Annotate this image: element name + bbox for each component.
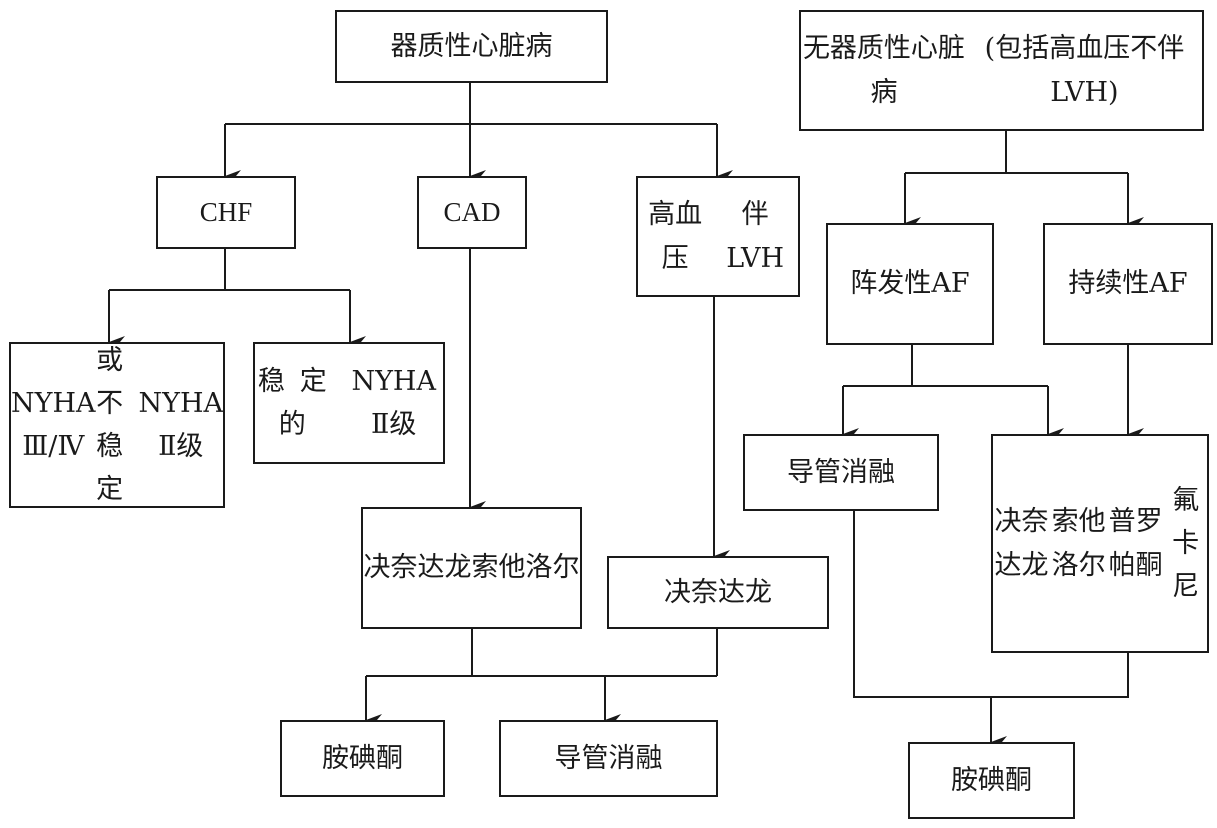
node-nyha-3-4-unstable: NYHA Ⅲ/Ⅳ 或不稳定 NYHA Ⅱ级: [9, 342, 225, 508]
connector-ablation-right-down: [853, 510, 991, 698]
node-non-organic-heart-disease: 无器质性心脏病 (包括高血压不伴LVH): [799, 10, 1204, 131]
node-stable-nyha-2: 稳定的 NYHA Ⅱ级: [253, 342, 445, 464]
node-persistent-af: 持续性 AF: [1043, 223, 1213, 345]
connector-af-drugs-down: [991, 652, 1129, 698]
node-chf: CHF: [156, 176, 296, 249]
node-hypertension-lvh: 高血压 伴 LVH: [636, 176, 800, 297]
node-cad-drugs: 决奈达龙 索他洛尔: [361, 507, 582, 629]
node-organic-heart-disease: 器质性心脏病: [335, 10, 608, 83]
node-amiodarone-left: 胺碘酮: [280, 720, 445, 797]
node-af-drugs: 决奈达龙 索他洛尔 普罗帕酮 氟卡尼: [991, 434, 1209, 653]
node-ablation-right: 导管消融: [743, 434, 939, 511]
node-ablation-bottom: 导管消融: [499, 720, 718, 797]
node-paroxysmal-af: 阵发性 AF: [826, 223, 994, 345]
node-amiodarone-right: 胺碘酮: [908, 742, 1075, 819]
node-cad: CAD: [417, 176, 527, 249]
node-dronedarone: 决奈达龙: [607, 556, 829, 629]
